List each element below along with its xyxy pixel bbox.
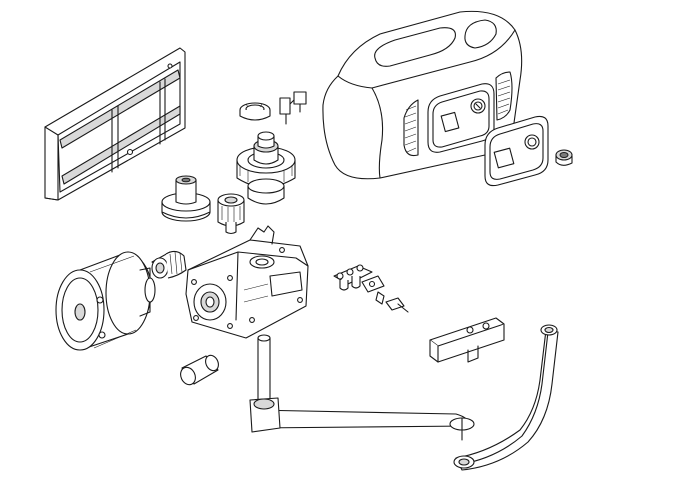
transmission-arm bbox=[249, 324, 559, 471]
terminal-block bbox=[333, 264, 385, 305]
motor bbox=[55, 251, 156, 351]
cover-housing bbox=[322, 10, 523, 180]
terminal-connector bbox=[279, 91, 307, 125]
release-knob bbox=[555, 149, 573, 166]
screw bbox=[385, 297, 409, 313]
vent-left bbox=[403, 99, 419, 157]
control-panel bbox=[484, 115, 549, 187]
worm-gear bbox=[151, 250, 187, 279]
bushing bbox=[180, 354, 219, 386]
mounting-plate bbox=[44, 47, 186, 201]
gear-ring bbox=[239, 102, 271, 121]
gearbox bbox=[185, 225, 309, 339]
small-gear bbox=[217, 193, 245, 235]
output-shaft-gear bbox=[236, 131, 296, 205]
vent-right bbox=[495, 71, 513, 121]
pulley-spool bbox=[161, 175, 211, 222]
bracket bbox=[429, 317, 505, 363]
